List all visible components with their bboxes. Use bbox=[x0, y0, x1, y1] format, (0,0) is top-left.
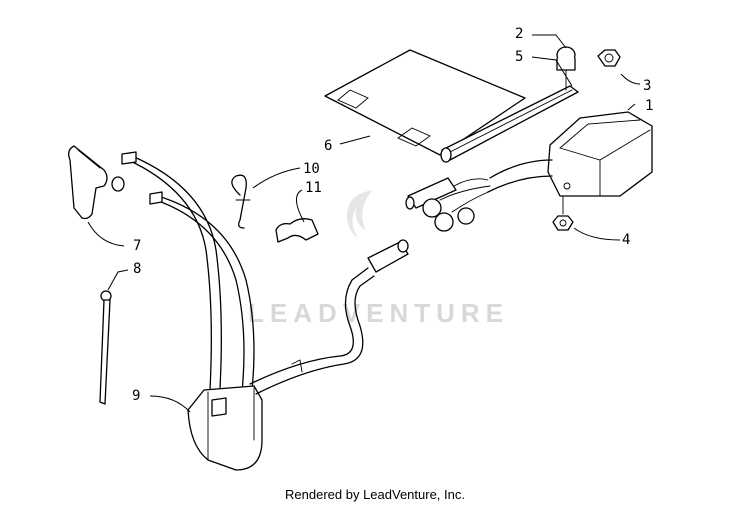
callout-10: 10 bbox=[303, 161, 320, 177]
watermark-text: LEADVENTURE bbox=[248, 298, 509, 328]
callout-4: 4 bbox=[622, 232, 630, 248]
part-4-flange-nut bbox=[552, 195, 574, 231]
callout-7: 7 bbox=[133, 238, 141, 254]
watermark: LEADVENTURE bbox=[248, 190, 509, 328]
callout-11: 11 bbox=[305, 180, 322, 196]
module-connectors bbox=[405, 177, 491, 232]
callout-leaders bbox=[87, 34, 641, 413]
part-9-ignition-coil bbox=[121, 151, 409, 471]
callout-3: 3 bbox=[643, 78, 651, 94]
callout-8: 8 bbox=[133, 261, 141, 277]
part-5-grommet-strip bbox=[440, 85, 579, 163]
footer-credit: Rendered by LeadVenture, Inc. bbox=[285, 487, 465, 502]
part-1-cdi-module bbox=[487, 111, 653, 197]
part-8-cable-tie bbox=[99, 290, 112, 405]
part-6-instruction-sheet bbox=[324, 49, 526, 156]
callout-labels: 2 5 3 1 4 6 10 11 7 8 9 bbox=[132, 26, 653, 404]
part-10-clip bbox=[231, 174, 251, 229]
callout-1: 1 bbox=[645, 98, 653, 114]
callout-5: 5 bbox=[515, 49, 523, 65]
part-11-clamp bbox=[275, 218, 319, 243]
callout-6: 6 bbox=[324, 138, 332, 154]
callout-2: 2 bbox=[515, 26, 523, 42]
part-7-plug-cap bbox=[68, 145, 125, 220]
callout-9: 9 bbox=[132, 388, 140, 404]
part-3-hex-nut bbox=[597, 49, 621, 67]
part-2-cap-nut bbox=[556, 46, 576, 91]
